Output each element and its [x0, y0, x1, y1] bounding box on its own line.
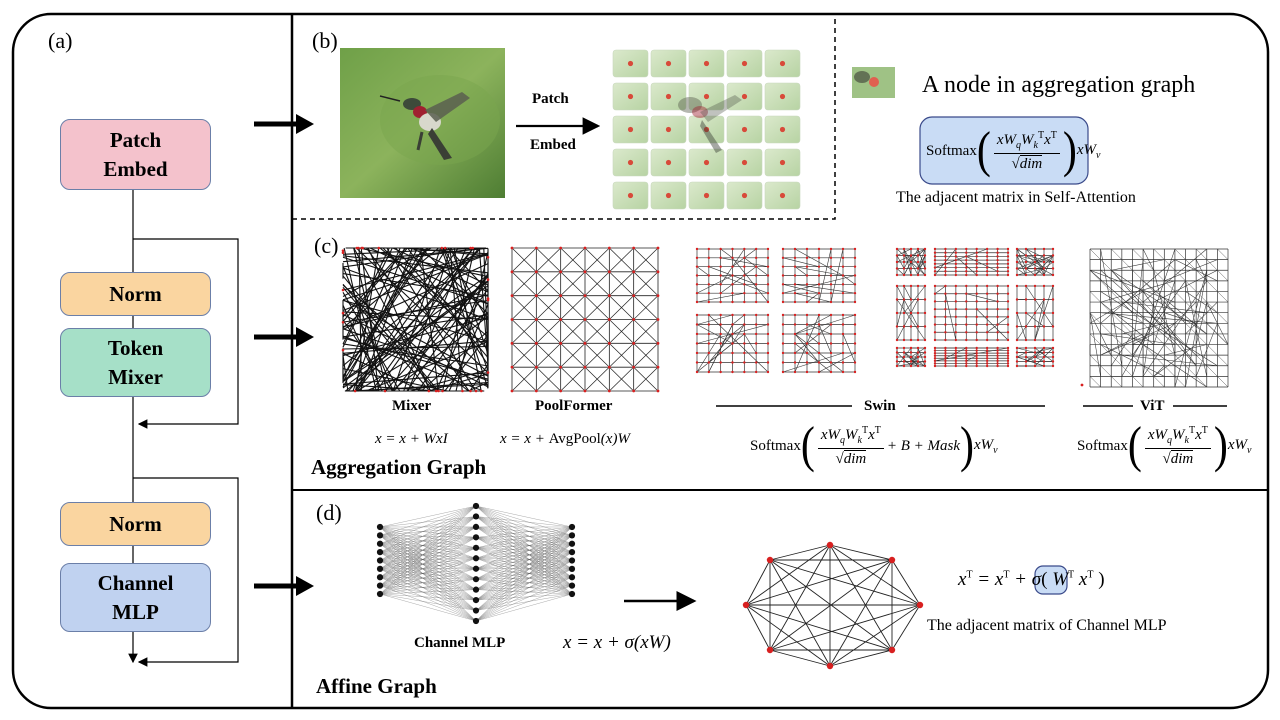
vit-eq-fn: Softmax — [1077, 437, 1128, 454]
pool-eq-right: (x)W — [600, 431, 630, 447]
vit-graph — [1080, 248, 1229, 388]
vit-label: ViT — [1140, 398, 1165, 414]
affine-graph-title: Affine Graph — [316, 674, 437, 698]
norm-block-2: Norm — [60, 502, 211, 546]
swin-graph-shifted — [895, 247, 1055, 368]
vit-equation: Softmax ( xWqWkTxT√dim ) xWv — [1077, 418, 1252, 474]
panel-label-b: (b) — [312, 28, 338, 53]
self-attention-highlight — [919, 116, 1089, 185]
channel-mlp-equation: x = x + σ(xW) — [563, 632, 671, 654]
panel-b-dashed-border — [292, 14, 836, 220]
swin-sqrt-term: dim — [843, 449, 867, 467]
channel-mlp-network — [376, 502, 576, 625]
swin-eq-extra: + B + Mask — [886, 437, 960, 454]
swin-eq-fn: Softmax — [750, 437, 801, 454]
patch-grid — [612, 49, 801, 210]
patch-arrow-label-top: Patch — [532, 91, 569, 107]
patch-embed-block: Patch Embed — [60, 119, 211, 190]
vit-sqrt-term: dim — [1170, 449, 1194, 467]
sa-sqrt-term: dim — [1019, 154, 1043, 172]
token-mixer-block: Token Mixer — [60, 328, 211, 397]
swin-equation: Softmax ( xWqWkTxT√dim + B + Mask ) xWv — [750, 418, 998, 474]
node-thumbnail — [852, 67, 895, 98]
panel-label-a: (a) — [48, 28, 73, 53]
pool-eq-left: x = x + — [500, 431, 549, 447]
hummingbird-photo — [340, 48, 505, 198]
node-caption: A node in aggregation graph — [922, 72, 1196, 98]
pool-eq-fn: AvgPool — [548, 431, 601, 447]
mlp-eq-text: x = x + σ(xW) — [563, 632, 671, 653]
mixer-label: Mixer — [392, 398, 432, 414]
swin-label: Swin — [864, 398, 896, 414]
outer-frame — [11, 12, 1270, 710]
panel-link-arrows — [254, 114, 314, 596]
affine-caption: The adjacent matrix of Channel MLP — [927, 617, 1167, 634]
poolformer-label: PoolFormer — [535, 398, 613, 414]
channel-mlp-block: Channel MLP — [60, 563, 211, 632]
self-attention-caption: The adjacent matrix in Self-Attention — [896, 189, 1136, 206]
panel-label-d: (d) — [316, 500, 342, 525]
patch-arrow-label-bottom: Embed — [530, 137, 576, 153]
aggregation-graph-title: Aggregation Graph — [311, 455, 487, 479]
poolformer-equation: x = x + AvgPool (x)W — [500, 431, 630, 448]
block-flow-lines — [128, 190, 239, 667]
swin-graph-windows — [695, 247, 857, 374]
affine-complete-graph — [742, 541, 924, 670]
channel-mlp-caption: Channel MLP — [414, 635, 506, 651]
panel-label-c: (c) — [314, 233, 339, 258]
affine-equation: xT = xT + σ( WT xT ) — [958, 569, 1105, 590]
self-attention-formula: Softmax ( xWqWkTxT√dim ) xWv — [926, 123, 1101, 179]
mixer-eq-text: x = x + WxI — [375, 431, 448, 447]
sa-function-name: Softmax — [926, 142, 977, 159]
mixer-graph — [341, 246, 490, 393]
poolformer-graph — [510, 246, 660, 393]
weight-highlight — [1034, 565, 1068, 595]
mixer-equation: x = x + WxI — [375, 431, 448, 448]
norm-block-1: Norm — [60, 272, 211, 316]
